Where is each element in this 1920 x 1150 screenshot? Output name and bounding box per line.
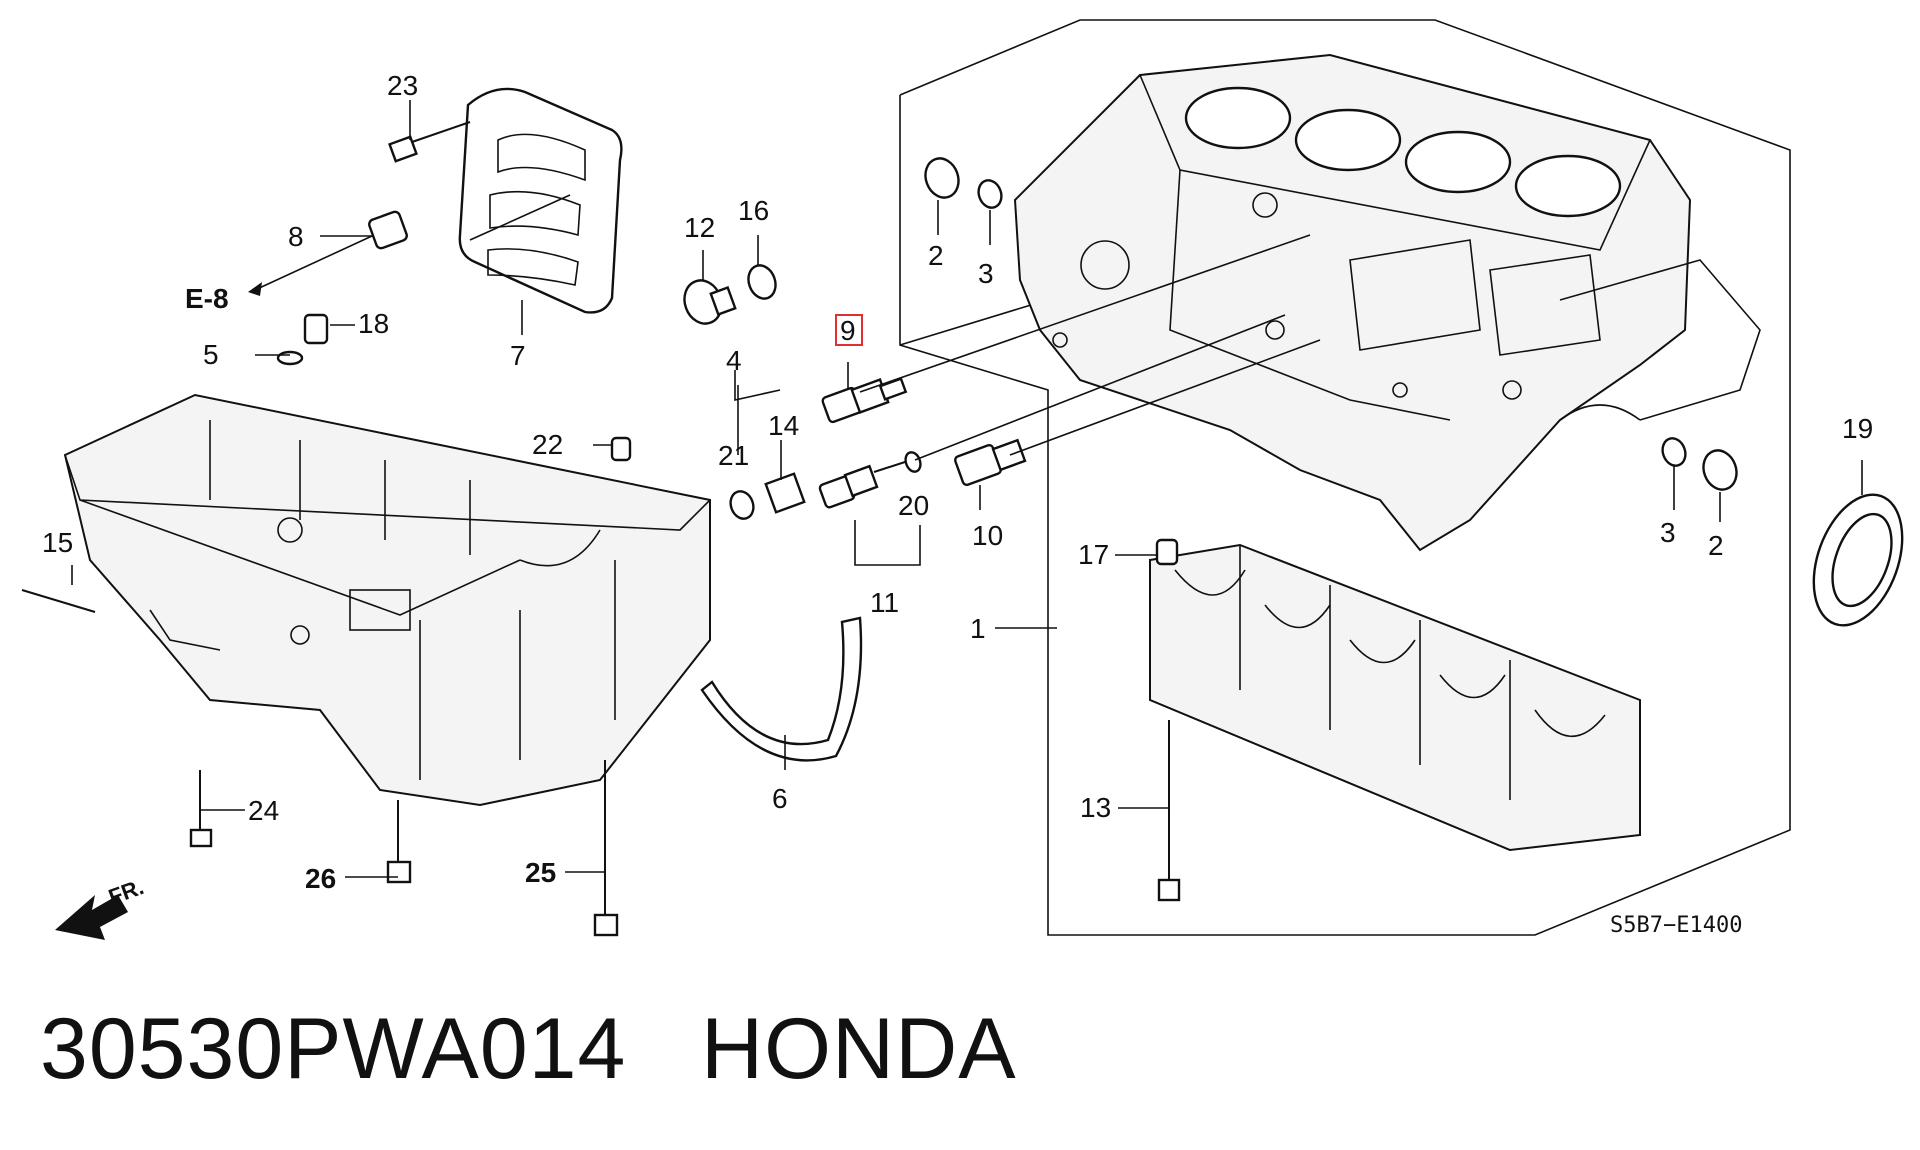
callout-6: 6 <box>772 783 788 814</box>
callout-10: 10 <box>972 520 1003 551</box>
callout-15: 15 <box>42 527 73 558</box>
callout-16: 16 <box>738 195 769 226</box>
small-hardware <box>276 121 1179 566</box>
callout-22: 22 <box>532 429 563 460</box>
lower-block <box>1149 543 1641 852</box>
diagram-code: S5B7−E1400 <box>1610 913 1742 938</box>
callout-18: 18 <box>358 308 389 339</box>
callout-2b: 2 <box>1708 530 1724 561</box>
callout-11: 11 <box>870 587 899 618</box>
baffle-plate <box>458 87 623 314</box>
callout-2a: 2 <box>928 240 944 271</box>
callout-labels: 1 2 3 3 2 4 21 14 5 18 22 6 7 8 23 12 16… <box>42 70 1873 938</box>
callout-3a: 3 <box>978 258 994 289</box>
callout-9: 9 <box>840 315 856 346</box>
highlight-box <box>835 314 863 346</box>
callout-4: 4 <box>726 345 742 376</box>
reference-arrow-icon <box>248 282 262 296</box>
cylinder-block <box>1013 53 1761 552</box>
callout-12: 12 <box>684 212 715 243</box>
part-number: 30530PWA014 <box>40 1001 627 1097</box>
front-direction-arrow-icon <box>55 895 128 940</box>
long-bolts <box>21 589 1181 937</box>
callout-21: 21 <box>718 440 749 471</box>
oil-pan <box>63 393 711 807</box>
callout-20: 20 <box>898 490 929 521</box>
callout-1: 1 <box>970 613 986 644</box>
footer-title: 30530PWA014 HONDA <box>40 1000 1017 1099</box>
callout-5: 5 <box>203 339 219 370</box>
callout-7: 7 <box>510 340 526 371</box>
brand-name: HONDA <box>701 1001 1017 1097</box>
sensor-assembly <box>818 451 922 509</box>
callout-14: 14 <box>768 410 799 441</box>
knock-sensor <box>821 377 908 424</box>
callout-23: 23 <box>387 70 418 101</box>
drain-plug-group <box>683 157 1738 520</box>
direction-label: FR. <box>105 874 147 910</box>
oil-seal <box>1812 493 1904 627</box>
callout-13: 13 <box>1080 792 1111 823</box>
callout-19: 19 <box>1842 413 1873 444</box>
callout-8: 8 <box>288 221 304 252</box>
callout-17: 17 <box>1078 539 1109 570</box>
callout-25: 25 <box>525 857 556 888</box>
reference-label: E-8 <box>185 283 229 314</box>
oil-pressure-switch <box>954 438 1027 487</box>
callout-24: 24 <box>248 795 279 826</box>
leader-lines <box>71 100 1863 878</box>
callout-26: 26 <box>305 863 336 894</box>
callout-3b: 3 <box>1660 517 1676 548</box>
baffle-strip <box>700 616 863 762</box>
